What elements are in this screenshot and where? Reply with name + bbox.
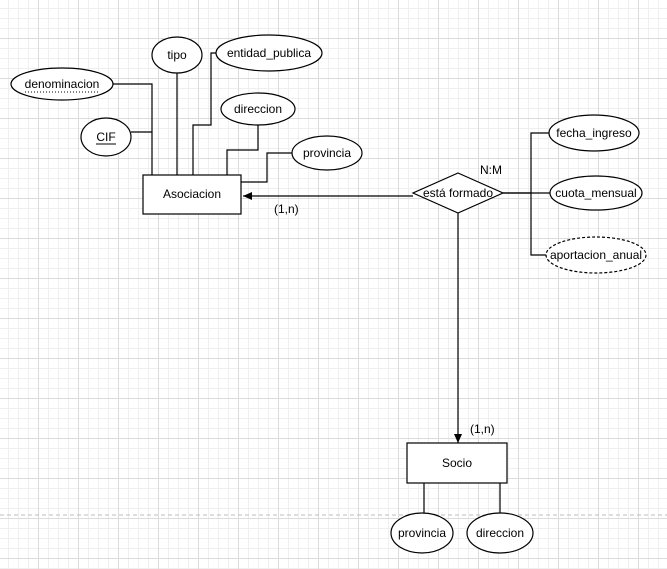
cardinality-socio: (1,n) <box>470 422 495 436</box>
attribute-cif-key[interactable]: CIF <box>80 117 132 157</box>
attribute-aportacion-anual-label: aportacion_anual <box>550 248 642 262</box>
attribute-direccion[interactable]: direccion <box>220 92 296 126</box>
attribute-denominacion[interactable]: denominacion <box>10 67 114 101</box>
entity-socio[interactable]: Socio <box>406 442 508 484</box>
attribute-socio-direccion[interactable]: direccion <box>466 512 534 554</box>
attribute-direccion-label: direccion <box>234 102 282 116</box>
entity-asociacion[interactable]: Asociacion <box>142 174 242 215</box>
attribute-cif-label: CIF <box>96 130 115 144</box>
attribute-denominacion-label: denominacion <box>25 77 100 91</box>
attribute-cuota-mensual[interactable]: cuota_mensual <box>549 175 643 211</box>
attribute-socio-provincia[interactable]: provincia <box>390 512 454 554</box>
connector-entidad-publica[interactable] <box>192 52 216 176</box>
attribute-provincia-label: provincia <box>303 146 351 160</box>
connector-aportacion-anual[interactable] <box>530 193 546 256</box>
connector-fecha-ingreso[interactable] <box>503 132 551 194</box>
attribute-socio-direccion-label: direccion <box>476 526 524 540</box>
attribute-fecha-ingreso-label: fecha_ingreso <box>556 126 632 140</box>
relationship-esta-formado[interactable]: está formado <box>411 172 505 214</box>
cardinality-asociacion: (1,n) <box>274 202 299 216</box>
attribute-fecha-ingreso[interactable]: fecha_ingreso <box>548 114 640 152</box>
attribute-tipo-label: tipo <box>167 48 187 62</box>
attribute-provincia[interactable]: provincia <box>291 135 363 171</box>
relationship-cardinality-type: N:M <box>480 163 502 177</box>
connector-direccion[interactable] <box>226 125 259 176</box>
attribute-entidad-publica-label: entidad_publica <box>227 46 311 60</box>
relationship-label: está formado <box>423 186 493 200</box>
entity-socio-label: Socio <box>442 456 472 470</box>
attribute-cuota-mensual-label: cuota_mensual <box>555 186 636 200</box>
connector-denominacion[interactable] <box>113 83 153 176</box>
attribute-socio-provincia-label: provincia <box>398 526 446 540</box>
attribute-aportacion-anual-multivalued[interactable]: aportacion_anual <box>545 236 647 274</box>
attribute-tipo[interactable]: tipo <box>151 36 203 74</box>
attribute-entidad-publica[interactable]: entidad_publica <box>215 34 323 72</box>
entity-asociacion-label: Asociacion <box>163 187 221 201</box>
connector-provincia[interactable] <box>241 152 292 183</box>
